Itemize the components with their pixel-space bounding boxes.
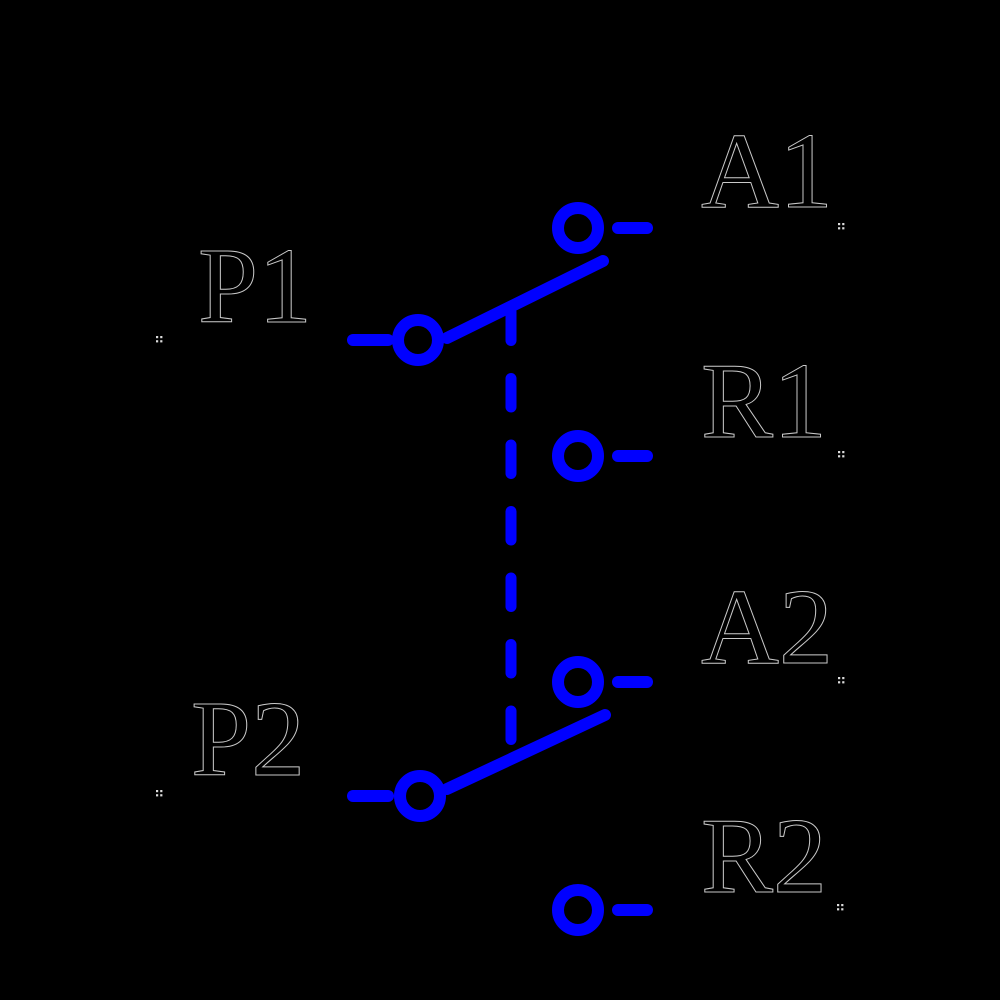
switch-pole-2	[347, 656, 653, 936]
p1-pin-marker	[156, 336, 163, 343]
pole-2-lever	[441, 709, 611, 795]
switch-pole-1	[347, 202, 653, 482]
a2-terminal-circle	[552, 656, 604, 708]
r2-terminal-circle	[552, 884, 604, 936]
label-r2: R2	[701, 797, 827, 916]
r1-terminal-circle	[552, 430, 604, 482]
p2-pin-marker	[156, 790, 163, 797]
p2-terminal-circle	[394, 770, 446, 822]
r2-pin-marker	[837, 904, 844, 911]
p1-terminal-circle	[392, 314, 444, 366]
label-r1: R1	[701, 342, 827, 461]
label-a2: A2	[701, 568, 833, 687]
label-a1: A1	[701, 112, 833, 231]
a1-pin-marker	[838, 223, 845, 230]
a2-pin-marker	[838, 677, 845, 684]
label-p2: P2	[191, 680, 305, 799]
label-p1: P1	[198, 227, 312, 346]
r1-pin-marker	[838, 451, 845, 458]
a1-terminal-circle	[552, 202, 604, 254]
pole-1-lever	[441, 255, 609, 344]
